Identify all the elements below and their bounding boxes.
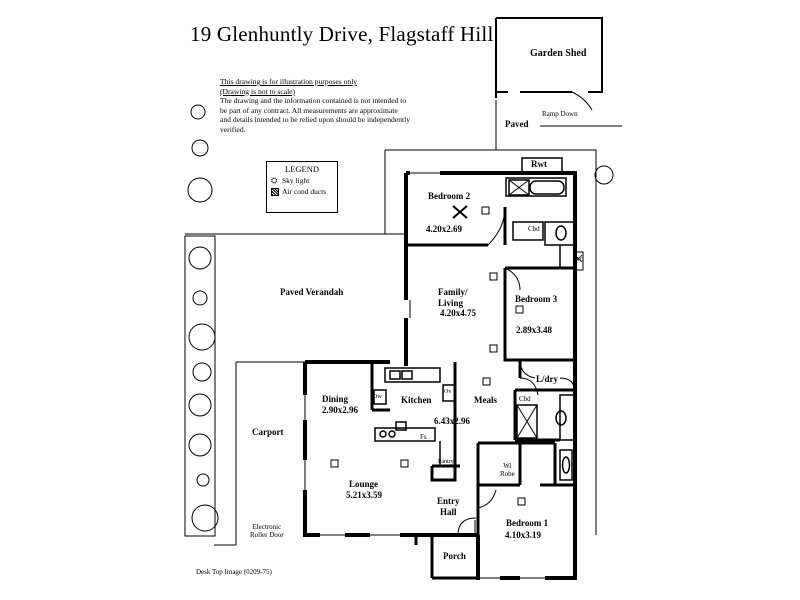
- bedroom-1-name: Bedroom 1: [506, 518, 549, 528]
- lounge-size: 5.21x3.59: [346, 490, 382, 500]
- meals-size: 6.43x2.96: [434, 416, 470, 426]
- site-boundary-lines: [185, 149, 597, 546]
- family-living-name: Family/ Living: [438, 287, 468, 308]
- bedroom-2-name: Bedroom 2: [428, 191, 471, 201]
- legend-box: LEGEND ⛭ Sky light Air cond ducts: [266, 161, 338, 213]
- page-title: 19 Glenhuntly Drive, Flagstaff Hill: [190, 22, 494, 46]
- legend-item-air-duct: Air cond ducts: [271, 187, 337, 196]
- dishwasher-label: Dw: [373, 394, 382, 400]
- disclaimer-line-2: (Drawing is not to scale): [220, 86, 296, 96]
- upper-bathroom-fixtures: [487, 177, 584, 271]
- garden-shed-label: Garden Shed: [530, 48, 587, 59]
- meals-label: Meals: [474, 395, 497, 405]
- air-duct-markers: [330, 206, 526, 506]
- porch-outline: [430, 535, 478, 580]
- landscaping-shrubs: [184, 104, 614, 537]
- bedroom-1-size: 4.10x3.19: [505, 530, 541, 540]
- disclaimer-line-1: This drawing is for illustration purpose…: [220, 77, 358, 86]
- rwt-label: Rwt: [531, 159, 547, 169]
- bedroom-2-size: 4.20x2.69: [426, 224, 462, 234]
- lounge-name: Lounge: [349, 479, 379, 489]
- walk-in-robe-label: Wi Robe: [500, 462, 515, 478]
- pantry-label: Pantry: [438, 459, 454, 465]
- legend-title: LEGEND: [285, 164, 319, 174]
- kitchen-label: Kitchen: [401, 395, 432, 405]
- legend-item-skylight: ⛭ Sky light: [271, 175, 310, 185]
- paved-label: Paved: [505, 119, 529, 129]
- footer-image-ref: Desk Top Image (0209-75): [196, 568, 272, 576]
- entry-hall-label: Entry Hall: [437, 496, 460, 517]
- paved-verandah-label: Paved Verandah: [280, 287, 344, 297]
- cupboard-label-2: Cbd: [519, 395, 531, 403]
- dining-name: Dining: [322, 394, 349, 404]
- ramp-down-label: Ramp Down: [542, 110, 578, 118]
- disclaimer-body: The drawing and the information containe…: [220, 96, 411, 134]
- skylight-icon: ⛭: [271, 175, 278, 185]
- door-swings: [457, 267, 576, 536]
- dining-size: 2.90x2.96: [322, 405, 358, 415]
- oven-label: Ov: [444, 389, 452, 395]
- lower-bathroom-fixtures: [516, 394, 576, 481]
- air-duct-icon: [271, 187, 279, 196]
- porch-label: Porch: [443, 551, 466, 561]
- laundry-label: L/dry: [536, 374, 559, 384]
- bedroom-3-name: Bedroom 3: [515, 294, 558, 304]
- disclaimer-block: This drawing is for illustration purpose…: [220, 77, 410, 134]
- fridge-space-label: Fs: [420, 433, 427, 441]
- garden-shed-outline: [495, 17, 622, 150]
- rainwater-tank-outline: [521, 157, 563, 174]
- cupboard-label-1: Cbd: [528, 225, 540, 233]
- ceiling-fan-icon: [452, 205, 468, 219]
- bedroom-3-size: 2.89x3.48: [516, 325, 552, 335]
- window-glazing: [304, 172, 545, 579]
- carport-label: Carport: [252, 427, 284, 437]
- family-living-size: 4.20x4.75: [440, 308, 476, 318]
- kitchen-fixtures: [373, 367, 456, 466]
- wc-label: WC: [575, 258, 584, 263]
- roller-door-label: Electronic Roller Door: [250, 523, 284, 539]
